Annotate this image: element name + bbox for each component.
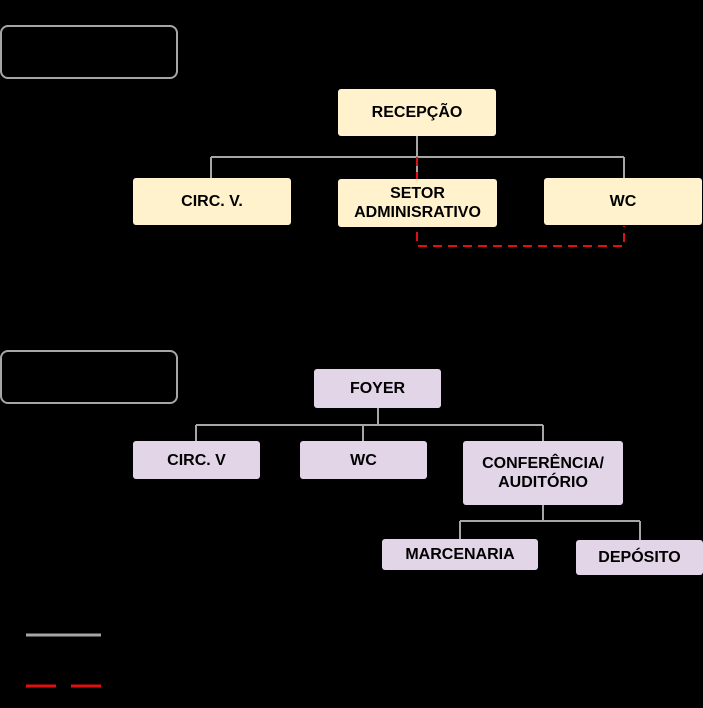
node-circ-v-1: CIRC. V. [133,178,291,225]
node-setor-administrativo: SETOR ADMINISRATIVO [338,179,497,227]
node-wc-2: WC [300,441,427,479]
connector-foyer-children [195,408,544,441]
node-deposito: DEPÓSITO [576,540,703,575]
node-wc-1: WC [544,178,702,225]
group1-label-box [0,25,178,79]
node-recepcao: RECEPÇÃO [338,89,496,136]
node-marcenaria: MARCENARIA [382,539,538,570]
node-circ-v-2: CIRC. V [133,441,260,479]
node-foyer: FOYER [314,369,441,408]
node-conferencia-auditorio: CONFERÊNCIA/ AUDITÓRIO [463,441,623,505]
connector-conferencia-children [459,505,641,540]
group2-label-box [0,350,178,404]
dashed-connector-setor-wc [416,157,625,247]
